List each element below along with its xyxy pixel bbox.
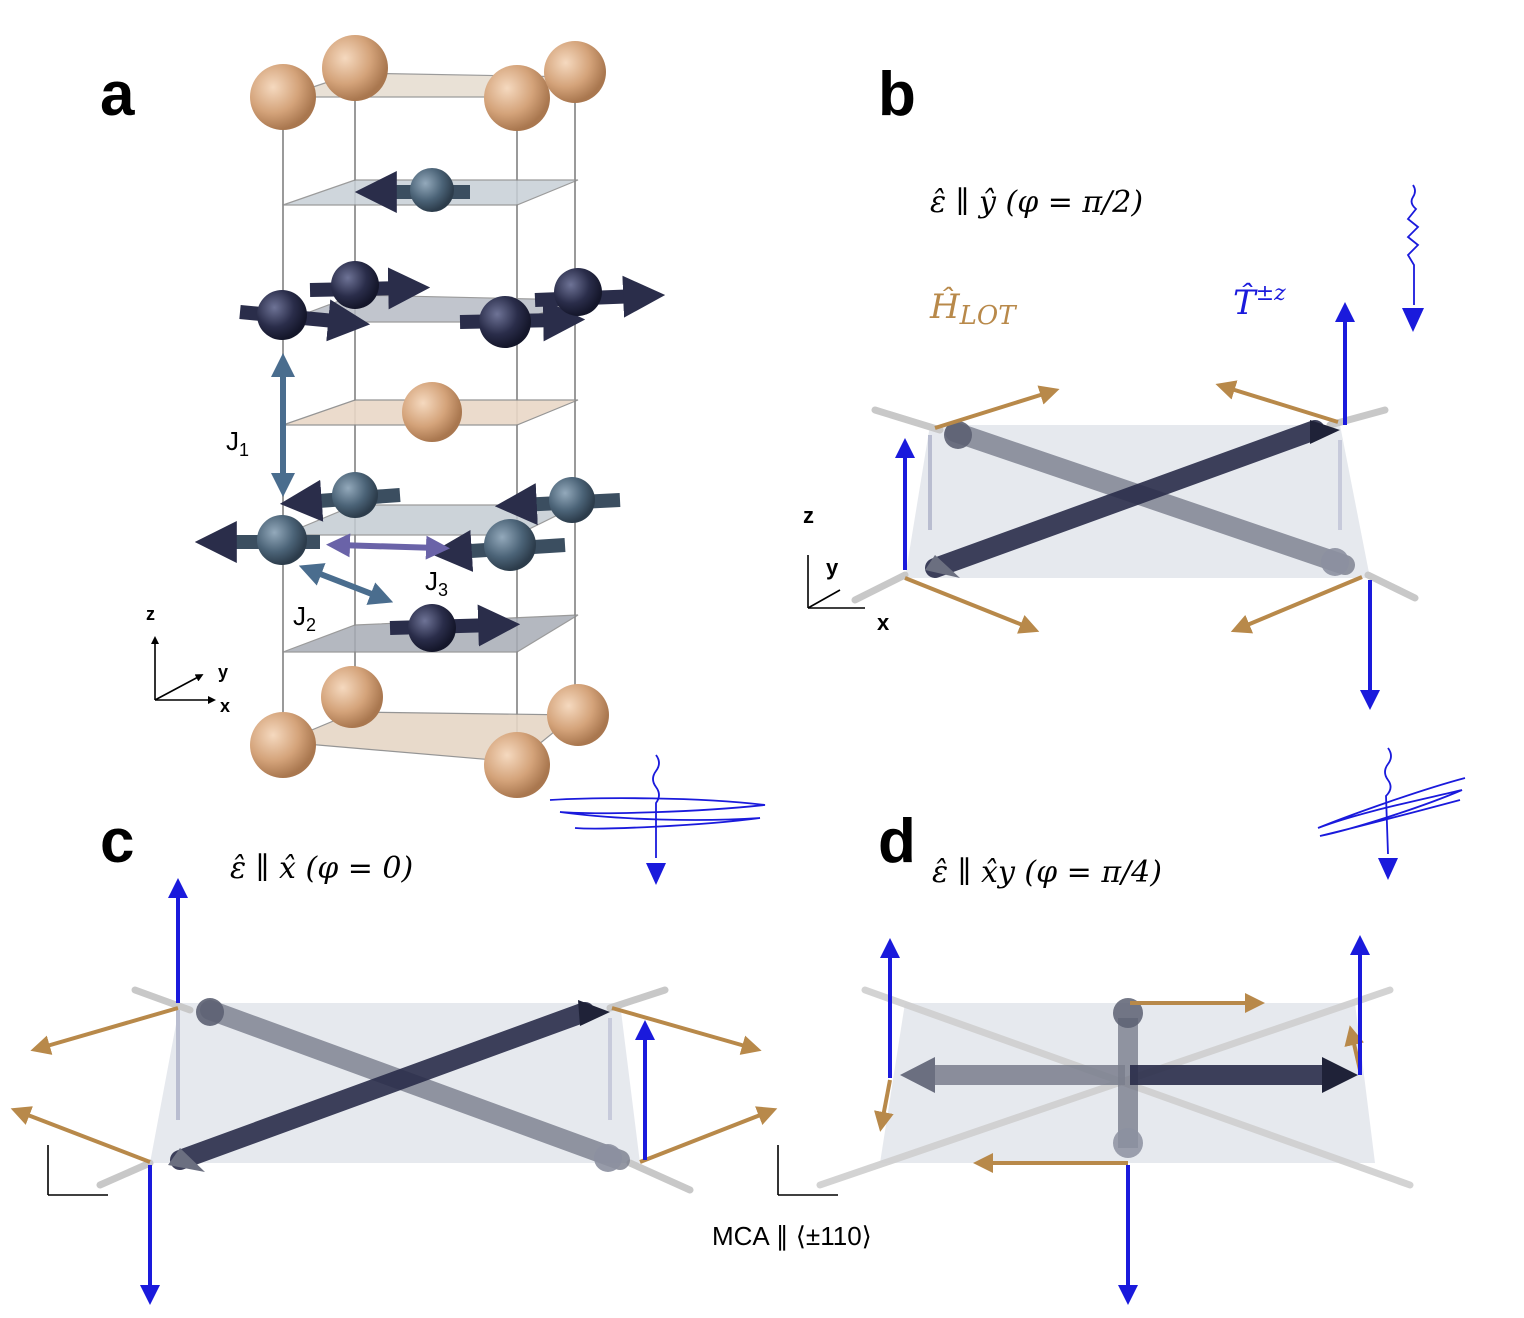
spin-head-d2 bbox=[1322, 1057, 1358, 1093]
axis-x-label: x bbox=[220, 696, 230, 716]
coupling-j2-label: J2 bbox=[293, 601, 316, 635]
spin-head-c2 bbox=[168, 1148, 205, 1172]
panel-d-letter: d bbox=[878, 807, 916, 876]
spin-layer-1 bbox=[354, 168, 470, 213]
polarization-c: ε̂ ∥ x̂ (φ = 0) bbox=[230, 851, 413, 886]
panel-c-letter: c bbox=[100, 807, 134, 876]
copper-atom bbox=[322, 35, 388, 101]
panel-b-letter: b bbox=[878, 60, 916, 129]
spin-layer-4 bbox=[389, 604, 521, 652]
spin-cap-c2 bbox=[594, 1144, 622, 1172]
h-lot-label: ĤLOT bbox=[929, 286, 1017, 331]
spin-head-b2 bbox=[925, 555, 960, 578]
axis-z-label-b: z bbox=[803, 503, 814, 528]
torque-arrows-d bbox=[880, 935, 1370, 1305]
copper-atoms-bottom bbox=[250, 666, 609, 798]
spin-head-b1 bbox=[1310, 420, 1340, 444]
torque-arrows-c bbox=[140, 878, 655, 1305]
spin-diagonal-grey-c bbox=[200, 1000, 630, 1170]
spin-layer-3 bbox=[194, 472, 621, 572]
spin-layer-2 bbox=[239, 261, 666, 348]
torque-label: T̂±z bbox=[1233, 281, 1286, 323]
axes-triad-b bbox=[807, 555, 865, 609]
panel-d: d ε̂ ∥ x̂y (φ = π/4) bbox=[712, 747, 1466, 1305]
rods-b bbox=[851, 406, 1419, 604]
copper-atom bbox=[321, 666, 383, 728]
spin-cap-c1 bbox=[196, 998, 224, 1026]
axes-triad-d bbox=[777, 1145, 838, 1196]
coupling-j3-arrow bbox=[326, 533, 450, 560]
copper-atom bbox=[484, 732, 550, 798]
lot-arrows-d bbox=[874, 993, 1364, 1173]
spin-diagonal-dark-c bbox=[170, 1002, 595, 1170]
rods-c bbox=[96, 986, 694, 1194]
copper-atoms-top bbox=[250, 35, 606, 131]
polarization-d: ε̂ ∥ x̂y (φ = π/4) bbox=[932, 855, 1162, 890]
spin-diagonal-dark bbox=[925, 420, 1325, 578]
copper-atom bbox=[250, 64, 316, 130]
axes-triad-c bbox=[47, 1145, 108, 1196]
panel-a-letter: a bbox=[100, 60, 135, 129]
coupling-j3-label: J3 bbox=[425, 566, 448, 600]
torque-arrows-b bbox=[895, 302, 1380, 710]
axis-y-label: y bbox=[218, 662, 228, 682]
spin-cap-d2 bbox=[1113, 1128, 1143, 1158]
light-pulse-b bbox=[1402, 184, 1424, 332]
copper-atom-mid bbox=[402, 382, 462, 442]
coupling-j2-arrow bbox=[298, 563, 394, 605]
copper-atom bbox=[484, 65, 550, 131]
polarization-b: ε̂ ∥ ŷ (φ = π/2) bbox=[930, 185, 1143, 220]
panel-b: b ε̂ ∥ ŷ (φ = π/2) ĤLOT T̂±z bbox=[803, 60, 1424, 710]
lot-arrows-b bbox=[904, 380, 1363, 634]
coupling-j1-label: J1 bbox=[226, 426, 249, 460]
panel-c: c ε̂ ∥ x̂ (φ = 0) bbox=[10, 807, 778, 1305]
axis-z-label: z bbox=[146, 604, 155, 624]
light-pulse-d bbox=[1317, 747, 1466, 880]
spin-head-d1 bbox=[900, 1057, 935, 1093]
spin-cap-b1 bbox=[944, 421, 972, 449]
copper-atom bbox=[544, 41, 606, 103]
copper-atom bbox=[547, 684, 609, 746]
axis-y-label-b: y bbox=[826, 555, 839, 580]
axis-x-label-b: x bbox=[877, 610, 890, 635]
mca-label: MCA ∥ ⟨±110⟩ bbox=[712, 1221, 872, 1251]
copper-atom bbox=[250, 712, 316, 778]
panel-a: a bbox=[100, 35, 766, 885]
spin-cap-b2 bbox=[1321, 548, 1349, 576]
lot-arrows-c bbox=[10, 1006, 778, 1164]
light-pulse-c bbox=[549, 754, 766, 885]
spin-head-c1 bbox=[578, 1000, 610, 1026]
axes-triad-a bbox=[151, 636, 216, 704]
spin-cap-d1 bbox=[1113, 998, 1143, 1028]
